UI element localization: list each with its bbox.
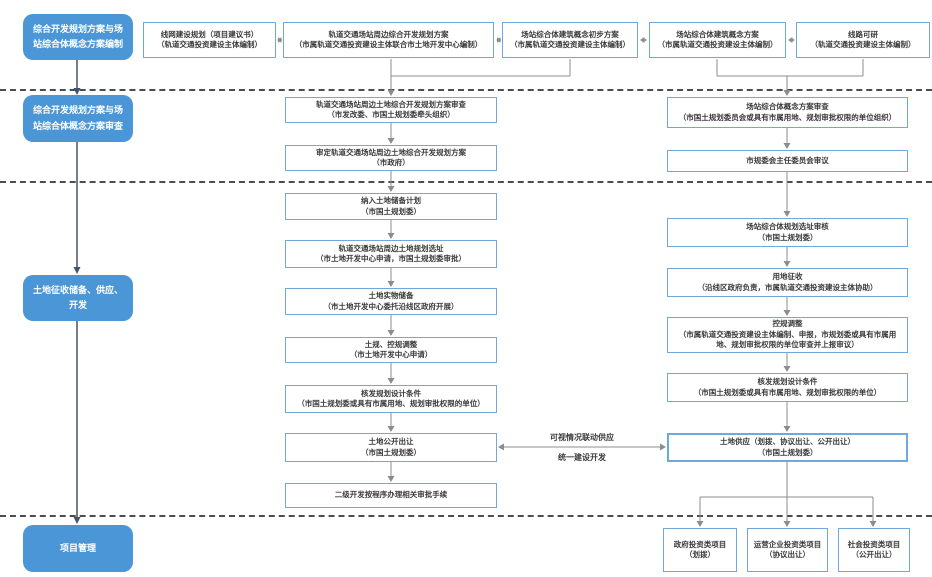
phase-land-supply: 土地征收储备、供应、开发 xyxy=(23,275,133,321)
phase-divider-1 xyxy=(0,89,932,91)
node-plan-adjustment: 土规、控规调整 （市土地开发中心申请） xyxy=(285,337,497,363)
node-committee-review: 市规委会主任委员会审议 xyxy=(667,150,908,172)
node-public-land-transfer: 土地公开出让 （市国土规划委） xyxy=(285,433,497,462)
node-site-selection-check: 场站综合体规划选址审核 （市国土规划委） xyxy=(667,218,908,247)
node-concept-review: 场站综合体概念方案审查 （市国土规划委员会或具有市属用地、规划审批权限的单位组织… xyxy=(667,97,908,128)
node-line-network-plan: 线网建设规划（项目建议书） （轨道交通投资建设主体编制） xyxy=(143,22,276,58)
node-land-reserve-plan: 纳入土地储备计划 （市国土规划委） xyxy=(285,193,497,220)
node-dev-plan-review: 轨道交通场站周边土地综合开发规划方案审查 （市发改委、市国土规划委牵头组织） xyxy=(285,97,497,123)
linkage-label-top: 可视情况联动供应 xyxy=(550,433,614,442)
node-secondary-dev-approval: 二级开发按程序办理相关审批手续 xyxy=(285,483,497,508)
phase-plan-compilation: 综合开发规划方案与场站综合体概念方案编制 xyxy=(23,14,133,60)
node-station-area-dev-plan: 轨道交通场站周边综合开发规划方案 （市属轨道交通投资建设主体联合市土地开发中心编… xyxy=(283,22,494,58)
node-dev-plan-approval: 审定轨道交通场站周边土地综合开发规划方案 （市政府） xyxy=(285,145,497,171)
phase-plan-review: 综合开发规划方案与场站综合体概念方案审查 xyxy=(23,95,133,142)
node-design-conditions-mid: 核发规划设计条件 （市国土规划委或具有市属用地、规划审批权限的单位） xyxy=(285,385,497,413)
node-design-conditions-right: 核发规划设计条件 （市国土规划委或具有市属用地、规划审批权限的单位） xyxy=(667,373,908,402)
node-operator-project: 运营企业投资类项目 （协议出让） xyxy=(747,528,828,572)
node-concept-scheme: 场站综合体建筑概念方案 （市属轨道交通投资建设主体编制） xyxy=(649,22,786,58)
node-land-supply: 土地供应（划拨、协议出让、公开出让） （市国土规划委） xyxy=(667,433,908,462)
node-physical-land-reserve: 土地实物储备 （市土地开发中心委托沿线区政府开展） xyxy=(285,288,497,315)
linkage-label-bottom: 统一建设开发 xyxy=(558,453,606,462)
node-government-project: 政府投资类项目 （划拨） xyxy=(663,528,737,572)
node-reg-plan-adjustment: 控规调整 （市属轨道交通投资建设主体编制、申报，市规划委或具有市属用地、规划审批… xyxy=(667,317,908,353)
node-concept-preliminary: 场站综合体建筑概念初步方案 （市属轨道交通投资建设主体编制） xyxy=(502,22,638,58)
node-route-feasibility: 线路可研 （轨道交通投资建设主体编制） xyxy=(796,22,930,58)
phase-divider-2 xyxy=(0,181,932,183)
phase-divider-3 xyxy=(0,515,932,517)
node-land-expropriation: 用地征收 （沿线区政府负责，市属轨道交通投资建设主体协助） xyxy=(667,268,908,297)
phase-project-management: 项目管理 xyxy=(23,525,133,572)
node-social-project: 社会投资类项目 （公开出让） xyxy=(838,528,910,572)
node-land-site-selection: 轨道交通场站周边土地规划选址 （市土地开发中心申请，市国土规划委审批） xyxy=(285,240,497,268)
